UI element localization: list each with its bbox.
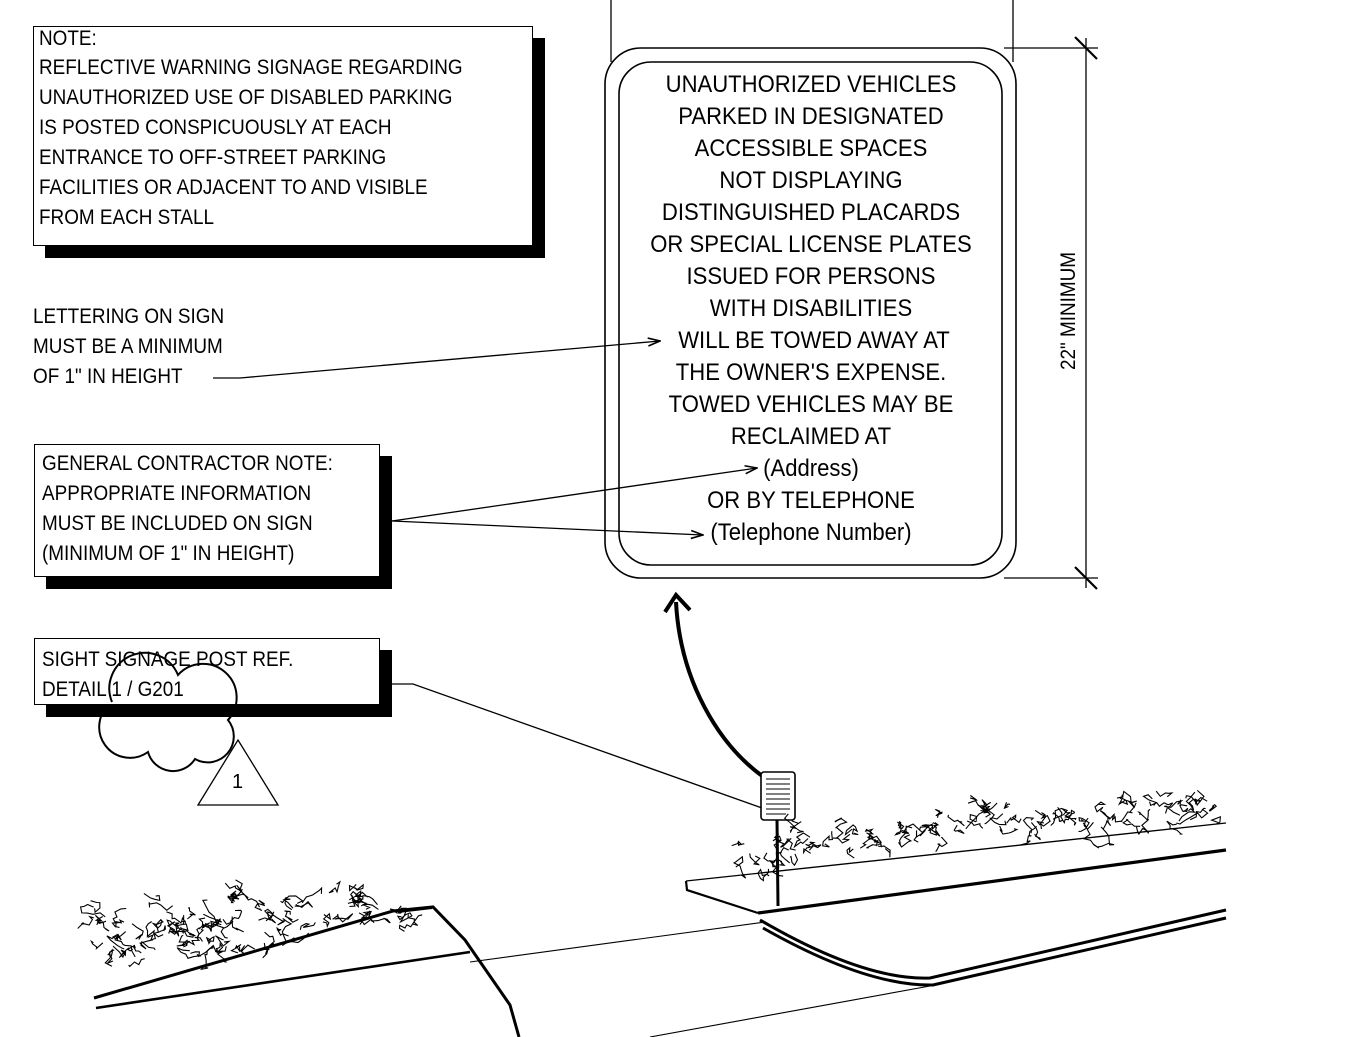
sign-line: OR BY TELEPHONE — [707, 487, 915, 514]
sign-line: NOT DISPLAYING — [719, 167, 903, 194]
warning-note-line: REFLECTIVE WARNING SIGNAGE REGARDING — [39, 56, 463, 79]
sign-line: ISSUED FOR PERSONS — [686, 263, 936, 290]
lettering-note-line: MUST BE A MINIMUM — [33, 335, 223, 358]
sign-line: THE OWNER'S EXPENSE. — [675, 359, 947, 386]
curb-lines — [93, 822, 1227, 1037]
contractor-note-line: GENERAL CONTRACTOR NOTE: — [42, 452, 333, 475]
leader-lettering — [213, 341, 660, 379]
warning-note-line: UNAUTHORIZED USE OF DISABLED PARKING — [39, 86, 453, 109]
revision-triangle — [196, 738, 280, 806]
sign-line: WITH DISABILITIES — [709, 295, 913, 322]
leader-telephone — [391, 520, 703, 535]
contractor-note-line: APPROPRIATE INFORMATION — [42, 482, 312, 505]
dimension-line — [1004, 36, 1098, 590]
sign-line: TOWED VEHICLES MAY BE — [668, 391, 954, 418]
contractor-note-line: MUST BE INCLUDED ON SIGN — [42, 512, 313, 535]
dimension-label: 22" MINIMUM — [1057, 251, 1080, 371]
sign-panel — [604, 47, 1017, 579]
sign-line: UNAUTHORIZED VEHICLES — [665, 71, 957, 98]
warning-note-line: ENTRANCE TO OFF-STREET PARKING — [39, 146, 387, 169]
revision-number: 1 — [232, 771, 244, 793]
contractor-note-line: (MINIMUM OF 1" IN HEIGHT) — [42, 542, 295, 565]
small-sign-on-post — [760, 771, 796, 907]
sign-line: RECLAIMED AT — [730, 423, 892, 450]
warning-note-line: FROM EACH STALL — [39, 206, 215, 229]
leader-address — [391, 468, 757, 522]
contractor-note-box: GENERAL CONTRACTOR NOTE: APPROPRIATE INF… — [34, 444, 380, 577]
post-note-box: SIGHT SIGNAGE POST REF. DETAIL 1 / G201 — [34, 638, 380, 705]
post-note-line: DETAIL 1 / G201 — [42, 678, 184, 701]
lettering-note-line: LETTERING ON SIGN — [33, 305, 225, 328]
warning-note-line: NOTE: — [39, 27, 97, 50]
sign-line: PARKED IN DESIGNATED — [678, 103, 944, 130]
sign-line: ACCESSIBLE SPACES — [694, 135, 928, 162]
shrub-plantings — [77, 789, 1222, 971]
sign-post-top — [610, 0, 1014, 62]
sign-line: DISTINGUISHED PLACARDS — [661, 199, 961, 226]
leader-post — [392, 683, 763, 809]
warning-note-line: IS POSTED CONSPICUOUSLY AT EACH — [39, 116, 392, 139]
sign-line: (Address) — [763, 455, 859, 482]
post-note-line: SIGHT SIGNAGE POST REF. — [42, 648, 294, 671]
warning-note-line: FACILITIES OR ADJACENT TO AND VISIBLE — [39, 176, 428, 199]
sign-line: (Telephone Number) — [710, 519, 912, 546]
sign-line: OR SPECIAL LICENSE PLATES — [650, 231, 972, 258]
leader-lines — [213, 341, 763, 809]
callout-arrow — [663, 591, 767, 780]
warning-note-box: NOTE: REFLECTIVE WARNING SIGNAGE REGARDI… — [33, 26, 533, 246]
lettering-note-line: OF 1" IN HEIGHT — [33, 365, 183, 388]
sign-line: WILL BE TOWED AWAY AT — [678, 327, 950, 354]
